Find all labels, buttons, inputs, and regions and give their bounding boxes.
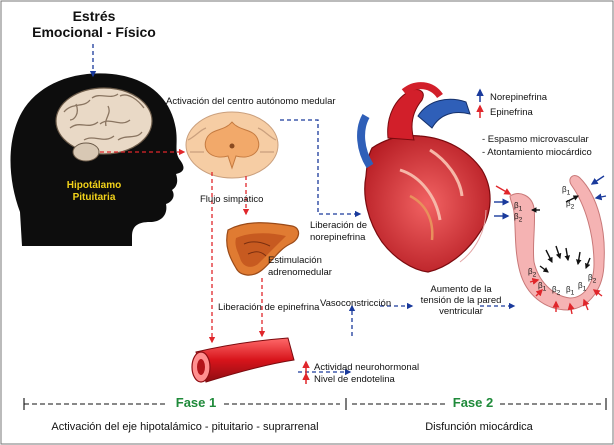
hypothalamus-label: Hipotálamo <box>66 180 122 191</box>
spine-to-heart-arrow <box>280 119 362 218</box>
phase-2-label: Fase 2 <box>452 395 494 410</box>
phase-timeline <box>23 398 607 410</box>
adrenal-gland-icon <box>226 222 300 276</box>
norepinephrine-release-label-2: norepinefrina <box>310 232 366 243</box>
phase-1-label: Fase 1 <box>175 395 217 410</box>
heart-icon <box>357 82 491 273</box>
wall-tension-label-2: tensión de la pared <box>420 295 502 306</box>
endothelin-label: Nivel de endotelina <box>314 374 395 385</box>
effect-myocardial-stunning: - Atontamiento miocárdico <box>482 147 592 158</box>
autonomic-center-label: Activación del centro autónomo medular <box>166 96 336 107</box>
vasoconstriction-label: Vasoconstricción <box>320 298 392 309</box>
receptor-label-b1-b: β1 <box>566 285 575 297</box>
sympathetic-flow-label: Flujo simpático <box>200 194 264 205</box>
receptor-label-b1-left: β1 <box>514 201 523 213</box>
receptor-label-b2-c: β2 <box>588 273 597 285</box>
receptor-label-b1-c: β1 <box>578 281 587 293</box>
flow-arrows <box>89 44 516 376</box>
effect-microvascular-spasm: - Espasmo microvascular <box>482 134 589 145</box>
spinal-cord-icon <box>185 111 279 179</box>
adreno-stim-label-1: Estimulación <box>268 255 322 266</box>
phase-1-description: Activación del eje hipotalámico - pituit… <box>51 421 319 433</box>
blood-vessel-icon <box>191 337 295 383</box>
norepinephrine-legend-label: Norepinefrina <box>490 92 548 103</box>
receptor-label-b1-top: β1 <box>562 185 571 197</box>
pituitary-label: Pituitaria <box>72 192 116 203</box>
wall-tension-label-1: Aumento de la <box>430 284 492 295</box>
epinephrine-legend-label: Epinefrina <box>490 107 533 118</box>
receptor-label-b2-b: β2 <box>552 285 561 297</box>
stress-title-line1: Estrés <box>72 8 116 24</box>
neurohormonal-label: Actividad neurohormonal <box>314 362 420 373</box>
stress-title-line2: Emocional - Físico <box>32 24 156 40</box>
receptor-label-b1-a: β1 <box>538 281 547 293</box>
receptor-label-b2-left: β2 <box>514 212 523 224</box>
receptor-label-b2-a: β2 <box>528 267 537 279</box>
receptor-arrows <box>494 175 607 315</box>
phase-2-description: Disfunción miocárdica <box>425 421 533 433</box>
epinephrine-release-label: Liberación de epinefrina <box>218 302 320 313</box>
brain-icon <box>55 87 153 162</box>
wall-tension-label-3: ventricular <box>439 306 483 317</box>
norepinephrine-release-label-1: Liberación de <box>310 220 368 231</box>
receptor-label-b2-top: β2 <box>566 199 575 211</box>
adreno-stim-label-2: adrenomedular <box>268 267 332 278</box>
